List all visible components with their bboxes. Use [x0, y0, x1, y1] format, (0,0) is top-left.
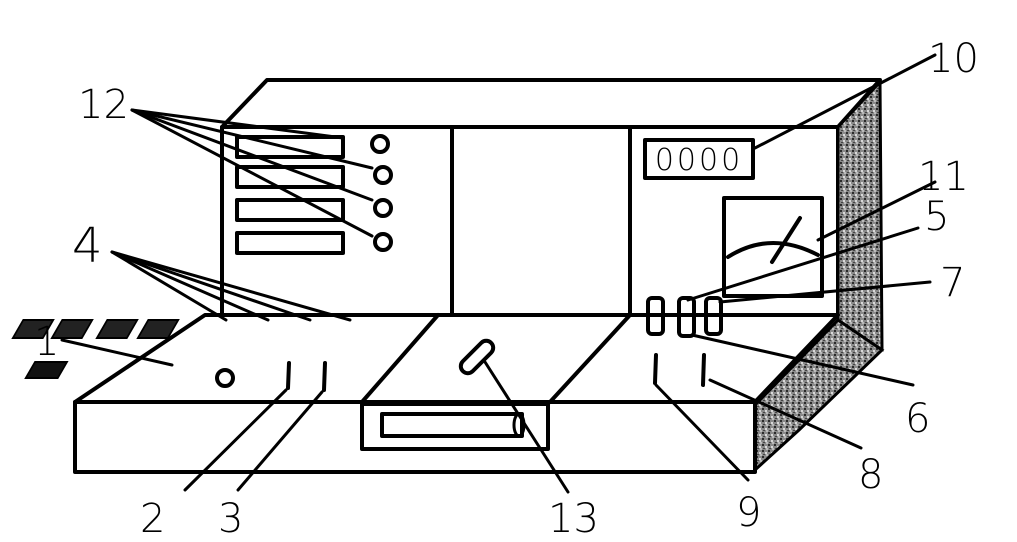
- lever: [286, 361, 291, 390]
- label-9: 9: [736, 490, 761, 536]
- digital-display: [643, 138, 755, 180]
- label-8: 8: [858, 452, 883, 498]
- knob-group: [646, 296, 723, 338]
- display-digits: 0000: [655, 143, 743, 178]
- capsule-knob: [458, 338, 496, 376]
- label-1: 1: [34, 319, 59, 365]
- drawer-handle: [380, 412, 524, 438]
- side-wall-shaded: [836, 78, 884, 352]
- drawer-slot: [360, 402, 550, 451]
- indicator-lamp: [373, 165, 393, 185]
- label-11: 11: [918, 154, 969, 200]
- number-labels: 12 4 1 2 3 13 9 8 6 7 5 11 10: [34, 36, 979, 542]
- power-switch: [24, 361, 69, 379]
- cabinet-top: [220, 78, 882, 129]
- indicator-group: [235, 134, 393, 255]
- base-top: [73, 313, 840, 404]
- indicator-lamp: [370, 134, 390, 154]
- base-console: [73, 313, 840, 474]
- label-2: 2: [140, 496, 165, 542]
- indicator-bar: [235, 165, 345, 189]
- lever: [322, 361, 327, 392]
- label-3: 3: [218, 496, 243, 542]
- switch: [136, 319, 180, 339]
- indicator-bar: [235, 198, 345, 222]
- lever: [701, 353, 706, 387]
- knob: [677, 296, 696, 338]
- indicator-lamp: [373, 232, 393, 252]
- base-divider-left: [360, 313, 440, 404]
- leader-lines: [60, 53, 937, 494]
- label-12: 12: [78, 82, 129, 128]
- label-5: 5: [924, 194, 949, 240]
- lever: [653, 353, 658, 385]
- meter-needle: [770, 216, 802, 264]
- label-13: 13: [548, 496, 599, 542]
- indicator-lamp-base: [215, 368, 235, 388]
- base-controls: [11, 319, 706, 392]
- switch: [50, 319, 94, 339]
- base-side-shaded: [753, 318, 885, 474]
- switch: [95, 319, 139, 339]
- indicator-bar: [235, 231, 345, 255]
- knob: [646, 296, 665, 336]
- indicator-lamp: [373, 198, 393, 218]
- indicator-bar: [235, 135, 345, 159]
- meter-scale-arc: [726, 241, 820, 259]
- label-6: 6: [905, 396, 930, 442]
- display-group: 0000: [643, 138, 824, 298]
- label-4: 4: [72, 218, 103, 274]
- analog-meter: [722, 196, 824, 298]
- knob: [704, 296, 723, 336]
- label-10: 10: [928, 36, 979, 82]
- switch: [11, 319, 55, 339]
- label-7: 7: [940, 260, 965, 306]
- base-divider-right: [548, 313, 632, 404]
